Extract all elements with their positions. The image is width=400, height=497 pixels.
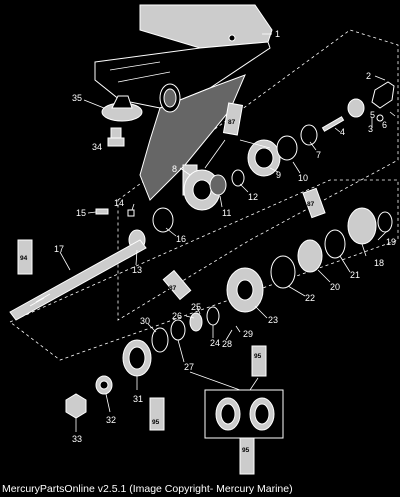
- race-7: [300, 124, 318, 146]
- callout-29: 29: [243, 329, 253, 339]
- callout-16: 16: [176, 234, 186, 244]
- callout-14: 14: [114, 198, 124, 208]
- sealant-label: 87: [307, 201, 315, 208]
- washer-24: [206, 306, 220, 326]
- sealant-label: 94: [20, 255, 28, 262]
- race-19: [377, 211, 393, 233]
- o-ring-30: [151, 327, 169, 353]
- copyright-footer: MercuryPartsOnline v2.5.1 (Image Copyrig…: [2, 483, 293, 495]
- callout-8: 8: [172, 164, 177, 174]
- lower-section-outline: [9, 179, 399, 361]
- seal-detail-box: [204, 389, 284, 439]
- bearing-18: [347, 207, 377, 245]
- sealant-tube-95-lower-left: 95: [149, 397, 165, 431]
- callout-26: 26: [172, 311, 182, 321]
- callout-18: 18: [374, 258, 384, 268]
- callout-3: 3: [368, 124, 373, 134]
- sealant-label: 95: [242, 447, 250, 454]
- race-10: [276, 135, 298, 161]
- ring-12: [231, 169, 245, 187]
- callout-27: 27: [184, 362, 194, 372]
- pin-14: [127, 209, 135, 217]
- ring-22: [270, 255, 296, 289]
- callout-21: 21: [350, 270, 360, 280]
- callout-11: 11: [222, 208, 231, 218]
- sealant-label: 95: [254, 353, 262, 360]
- callout-31: 31: [133, 394, 143, 404]
- callout-34: 34: [92, 142, 102, 152]
- sealant-tube-94: 94: [17, 239, 33, 275]
- callout-4: 4: [340, 127, 345, 137]
- callout-7: 7: [316, 150, 321, 160]
- washer-26: [189, 312, 203, 332]
- callout-9: 9: [276, 170, 281, 180]
- callout-23: 23: [268, 315, 278, 325]
- washer-21: [324, 229, 346, 259]
- leader-lines: [59, 33, 396, 432]
- callout-12: 12: [248, 192, 258, 202]
- callout-35: 35: [72, 93, 82, 103]
- callout-28: 28: [222, 339, 232, 349]
- callout-10: 10: [298, 173, 308, 183]
- sealant-label: 87: [169, 285, 177, 292]
- washer-bore: [99, 380, 109, 390]
- sealant-label: 95: [152, 419, 160, 426]
- screw-15: [95, 208, 109, 215]
- callout-30: 30: [140, 316, 150, 326]
- callout-5: 5: [370, 110, 375, 120]
- drive-shaft: [9, 239, 147, 321]
- callout-1: 1: [275, 29, 280, 39]
- callout-19: 19: [386, 237, 396, 247]
- shift-linkage: [321, 81, 395, 132]
- callout-2: 2: [366, 71, 371, 81]
- gear-bore: [236, 279, 254, 301]
- sealant-tube-95-bottom: 95: [239, 437, 255, 475]
- nut-33: [65, 393, 87, 419]
- shim-16: [152, 207, 174, 233]
- callout-numbers: 1 2 3 4 5 6 7 8 9 10 11 12 13 14 15 16 1…: [54, 29, 396, 444]
- callout-24: 24: [210, 338, 220, 348]
- water-pump-base: [101, 95, 143, 122]
- callout-25: 25: [191, 302, 201, 312]
- washer-11: [209, 174, 227, 196]
- sealant-tube-87-upper: 87: [222, 102, 244, 136]
- sealant-label: 87: [228, 119, 236, 126]
- gear-housing: [94, 4, 273, 201]
- bearing-9: [247, 139, 281, 177]
- sealant-tube-95-lower-right: 95: [251, 345, 267, 377]
- bearing-20: [297, 239, 323, 273]
- callout-32: 32: [106, 415, 116, 425]
- callout-33: 33: [72, 434, 82, 444]
- carrier-bore: [128, 346, 146, 370]
- sealant-tube-87-right: 87: [302, 187, 326, 219]
- upper-section-outline: [117, 29, 399, 321]
- callout-22: 22: [305, 293, 315, 303]
- callout-6: 6: [382, 120, 387, 130]
- callout-15: 15: [76, 208, 86, 218]
- seal-27: [170, 319, 186, 341]
- bolt-34: [107, 127, 125, 147]
- exploded-parts-diagram: 87 95 94 87 87: [9, 4, 399, 475]
- callout-17: 17: [54, 244, 64, 254]
- sealant-tube-87-lower: 87: [162, 269, 192, 301]
- callout-20: 20: [330, 282, 340, 292]
- callout-13: 13: [132, 265, 142, 275]
